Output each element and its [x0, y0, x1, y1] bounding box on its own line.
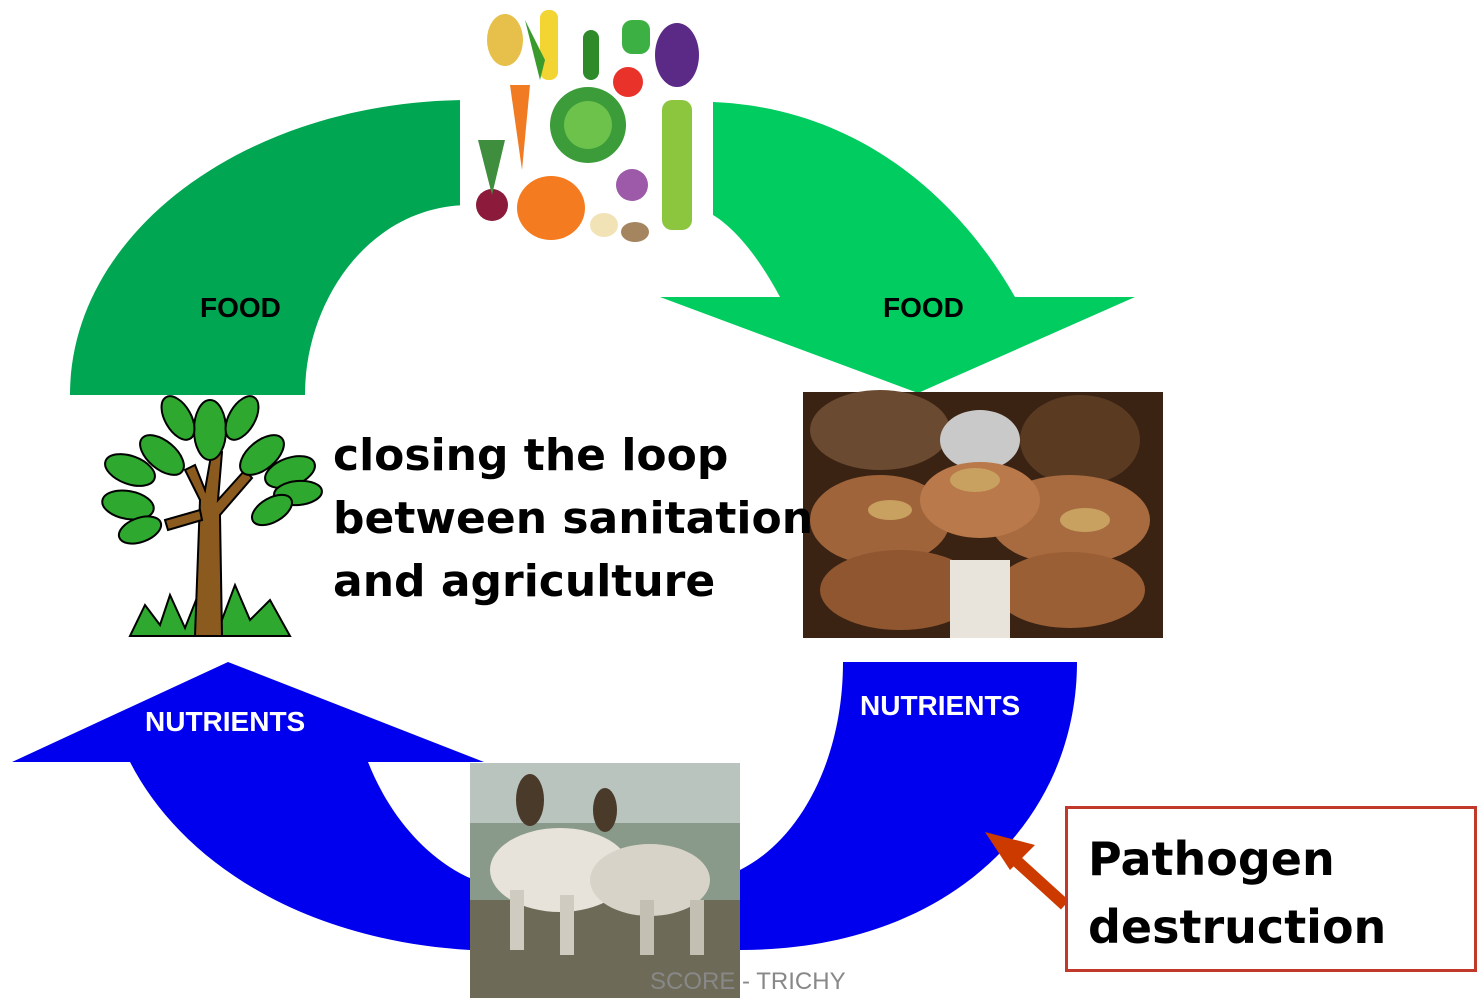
tree-clipart — [101, 395, 323, 637]
callout-arrow — [985, 832, 1070, 910]
nutrients-label-left: NUTRIENTS — [145, 706, 306, 737]
food-label-left: FOOD — [200, 292, 281, 323]
footer-text: SCORE - TRICHY — [650, 968, 846, 995]
oxen-ploughing-field-image — [470, 763, 740, 998]
nutrients-label-right: NUTRIENTS — [860, 690, 1021, 721]
food-arrow-left — [70, 100, 470, 395]
center-caption-line1: closing the loop — [333, 430, 729, 481]
callout-line2: destruction — [1088, 900, 1387, 954]
vegetables-image — [460, 0, 712, 255]
center-caption-line3: and agriculture — [333, 556, 716, 607]
center-caption-line2: between sanitation — [333, 493, 814, 544]
callout-line1: Pathogen — [1088, 832, 1335, 886]
center-caption: closing the loop between sanitation and … — [333, 424, 813, 613]
hands-with-grain-image — [803, 390, 1163, 638]
food-label-right: FOOD — [883, 292, 964, 323]
nutrient-arrow-left — [12, 662, 484, 950]
pathogen-destruction-callout: Pathogen destruction — [1065, 806, 1477, 972]
food-arrow-right — [660, 102, 1135, 393]
nutrient-arrow-right — [740, 662, 1077, 950]
